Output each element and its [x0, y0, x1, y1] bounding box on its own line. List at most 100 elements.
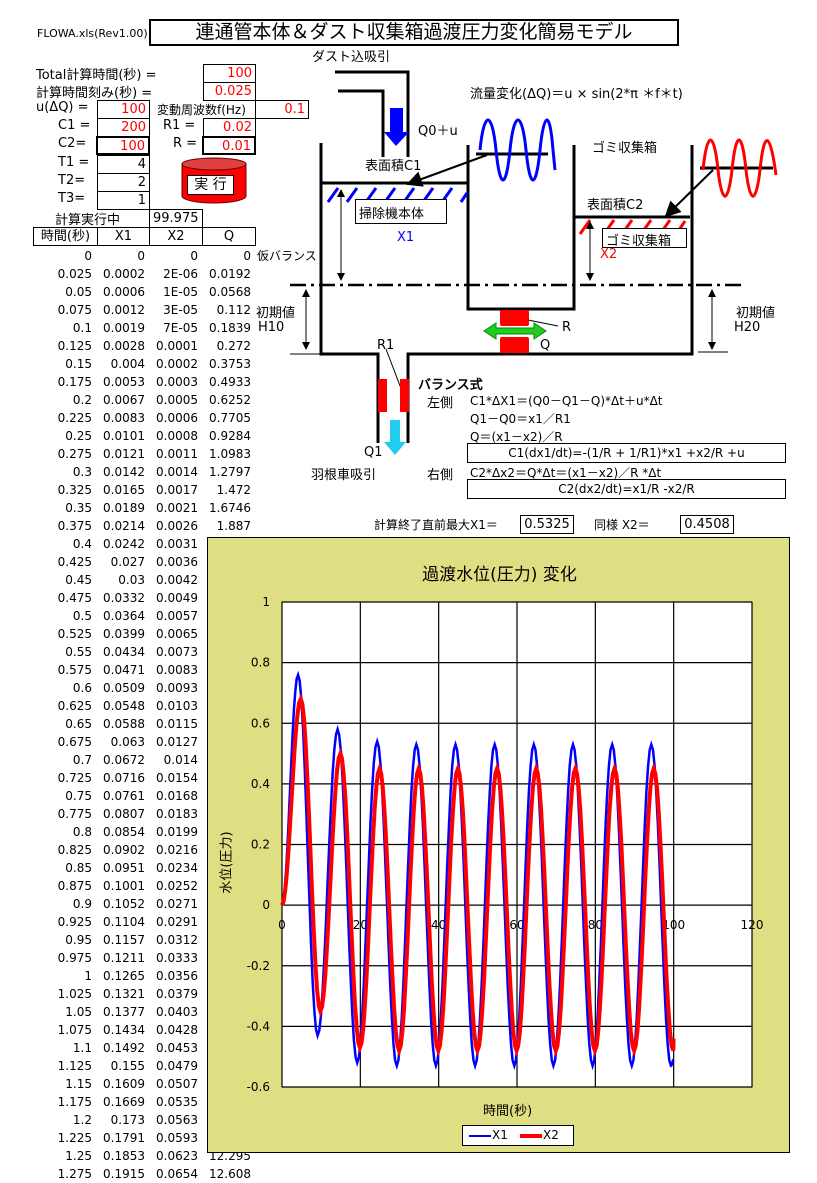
time-cell: 1.25 [65, 1149, 92, 1163]
x2-cell: 0.0103 [156, 699, 198, 713]
x-tick-label: 100 [662, 918, 685, 932]
step-input[interactable]: 0.025 [203, 82, 256, 101]
x2-cell: 0.0403 [156, 1005, 198, 1019]
left-side-label: 左側 [427, 396, 454, 411]
x1-cell: 0.0019 [103, 321, 145, 335]
x1-cell: 0.1669 [103, 1095, 145, 1109]
time-cell: 0.475 [57, 591, 92, 605]
red-wave-icon [701, 138, 778, 198]
time-cell: 0.525 [57, 627, 92, 641]
x-tick-label: 60 [509, 918, 524, 932]
x1-cell: 0.063 [110, 735, 145, 749]
equation-2: Q1－Q0＝x1／R1 [470, 412, 571, 426]
time-cell: 0.5 [72, 609, 92, 623]
t3-input[interactable]: 1 [97, 191, 150, 210]
y-tick-label: 0.6 [251, 716, 270, 730]
x1-cell: 0.0854 [103, 825, 145, 839]
x1-cell: 0.027 [110, 555, 145, 569]
legend-x1-swatch [469, 1135, 491, 1137]
run-button-label: 実 行 [187, 175, 234, 195]
legend-x1-label: X1 [492, 1128, 508, 1142]
file-label: FLOWA.xls(Rev1.00) [37, 27, 148, 40]
dust-intake-label: ダスト込吸引 [312, 50, 391, 65]
y-tick-label: -0.2 [247, 959, 270, 973]
x1-cell: 0.1211 [103, 951, 145, 965]
r1-label: R1 = [163, 118, 196, 133]
x2-cell: 0.0453 [156, 1041, 198, 1055]
x2-cell: 0.0014 [156, 465, 198, 479]
x2-cell: 0.0216 [156, 843, 198, 857]
freq-input[interactable]: 0.1 [255, 100, 309, 119]
flow-diagram [290, 70, 778, 455]
time-cell: 0.325 [57, 483, 92, 497]
x2-cell: 0.0428 [156, 1023, 198, 1037]
dust-box-title: ゴミ収集箱 [592, 141, 658, 156]
x2-cell: 0.0017 [156, 483, 198, 497]
time-cell: 0.45 [65, 573, 92, 587]
time-cell: 0.275 [57, 447, 92, 461]
q0u-label: Q0＋u [418, 124, 458, 139]
y-tick-label: 0.4 [251, 777, 270, 791]
t2-label: T2= [58, 173, 86, 188]
x2-cell: 0.014 [163, 753, 198, 767]
x1-cell: 0.0672 [103, 753, 145, 767]
x2-cell: 0.0036 [156, 555, 198, 569]
r-input[interactable]: 0.01 [202, 136, 256, 155]
c2-input[interactable]: 100 [96, 136, 150, 155]
y-tick-label: 0.8 [251, 656, 270, 670]
x2-cell: 0.0333 [156, 951, 198, 965]
time-cell: 0.675 [57, 735, 92, 749]
equation-6: C2(dx2/dt)=x1/R -x2/R [467, 479, 786, 499]
x-tick-label: 0 [278, 918, 286, 932]
x1-cell: 0.0548 [103, 699, 145, 713]
x-tick-label: 120 [741, 918, 764, 932]
time-cell: 0.175 [57, 375, 92, 389]
time-cell: 0.05 [65, 285, 92, 299]
time-cell: 0 [84, 249, 92, 263]
q-cell: 0.0192 [209, 267, 251, 281]
run-button[interactable]: 実 行 [180, 156, 248, 204]
q-cell: 0.3753 [209, 357, 251, 371]
x1-label: X1 [397, 230, 415, 245]
x2-cell: 0.0065 [156, 627, 198, 641]
t3-label: T3= [58, 191, 86, 206]
outflow-arrow-icon [384, 420, 406, 455]
c1-label: C1 = [58, 118, 91, 133]
x2-cell: 0.0001 [156, 339, 198, 353]
x2-cell: 0.0535 [156, 1095, 198, 1109]
x1-cell: 0.0012 [103, 303, 145, 317]
time-cell: 0.125 [57, 339, 92, 353]
time-cell: 0.875 [57, 879, 92, 893]
x1-cell: 0.0006 [103, 285, 145, 299]
step-label: 計算時間刻み(秒) = [36, 86, 153, 101]
time-cell: 0.7 [72, 753, 92, 767]
q-cell: 0.9284 [209, 429, 251, 443]
x1-cell: 0.0761 [103, 789, 145, 803]
time-cell: 0.8 [72, 825, 92, 839]
x1-cell: 0.1321 [103, 987, 145, 1001]
x2-cell: 0.0005 [156, 393, 198, 407]
x-axis-label: 時間(秒) [483, 1104, 533, 1119]
y-tick-label: 1 [262, 595, 270, 609]
x2-cell: 0.0356 [156, 969, 198, 983]
x2-cell: 0 [190, 249, 198, 263]
time-cell: 0.575 [57, 663, 92, 677]
q-cell: 0.0568 [209, 285, 251, 299]
q-cell: 0.1839 [209, 321, 251, 335]
